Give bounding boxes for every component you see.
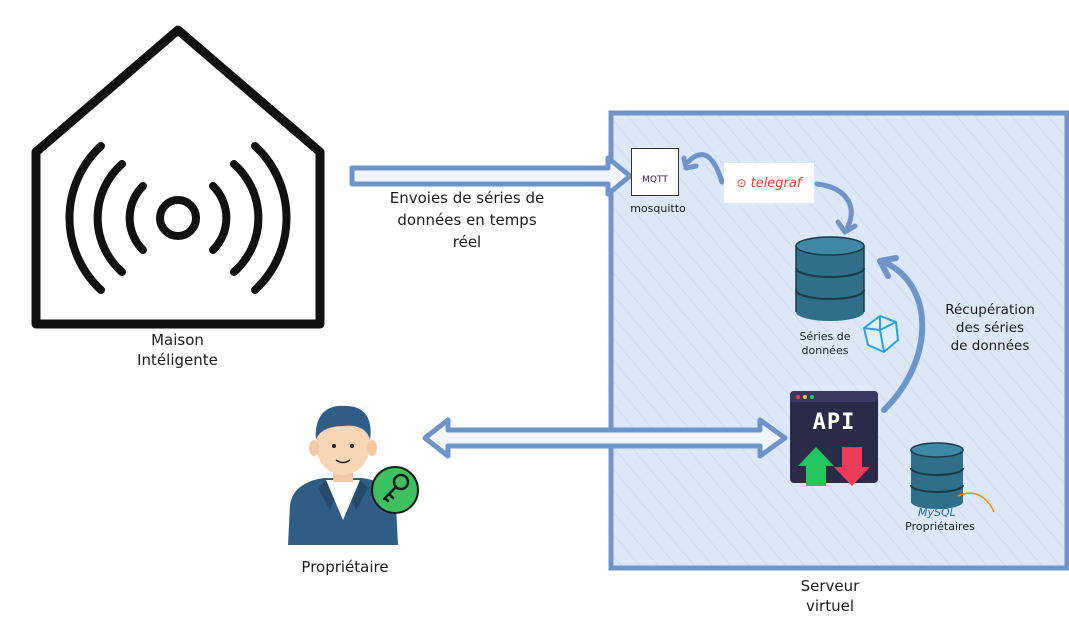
timeseries-db-label: Séries de données xyxy=(799,330,851,357)
mqtt-logo-text: MQTT xyxy=(642,175,668,185)
api-to-db-arrow xyxy=(877,255,926,413)
influxdb-logo-icon xyxy=(863,315,899,353)
telegraf-icon: ⊙ xyxy=(736,176,747,190)
recuperation-label: Récupération des séries de données xyxy=(945,302,1035,354)
upload-arrow-icon xyxy=(798,447,834,486)
virtual-server-label: Serveur virtuel xyxy=(800,577,860,615)
telegraf-logo: ⊙ telegraf xyxy=(724,163,814,203)
mysql-logo-text: MySQL xyxy=(918,506,956,519)
smart-house-label: Maison Intéligente xyxy=(137,331,218,369)
smart-house-icon xyxy=(31,25,325,329)
stream-arrow-label: Envoies de séries de données en temps ré… xyxy=(389,189,545,251)
key-badge-icon xyxy=(371,466,419,514)
telegraf-label: telegraf xyxy=(750,175,802,191)
owner-label: Propriétaire xyxy=(301,558,389,576)
owner-person-icon xyxy=(288,405,398,545)
mysql-database-icon xyxy=(910,442,995,513)
mqtt-broker-logo: MQTT xyxy=(631,148,679,196)
telegraf-to-mqtt-arrow xyxy=(681,152,725,185)
realtime-stream-arrow xyxy=(349,155,633,197)
mysql-db-label: Propriétaires xyxy=(905,520,975,533)
api-label: API xyxy=(812,410,856,435)
timeseries-database-icon xyxy=(795,236,865,321)
telegraf-to-db-arrow xyxy=(814,181,858,235)
mosquitto-label: mosquitto xyxy=(630,202,686,215)
download-arrow-icon xyxy=(834,447,870,486)
owner-api-double-arrow xyxy=(422,417,788,459)
api-window-icon xyxy=(790,391,878,486)
